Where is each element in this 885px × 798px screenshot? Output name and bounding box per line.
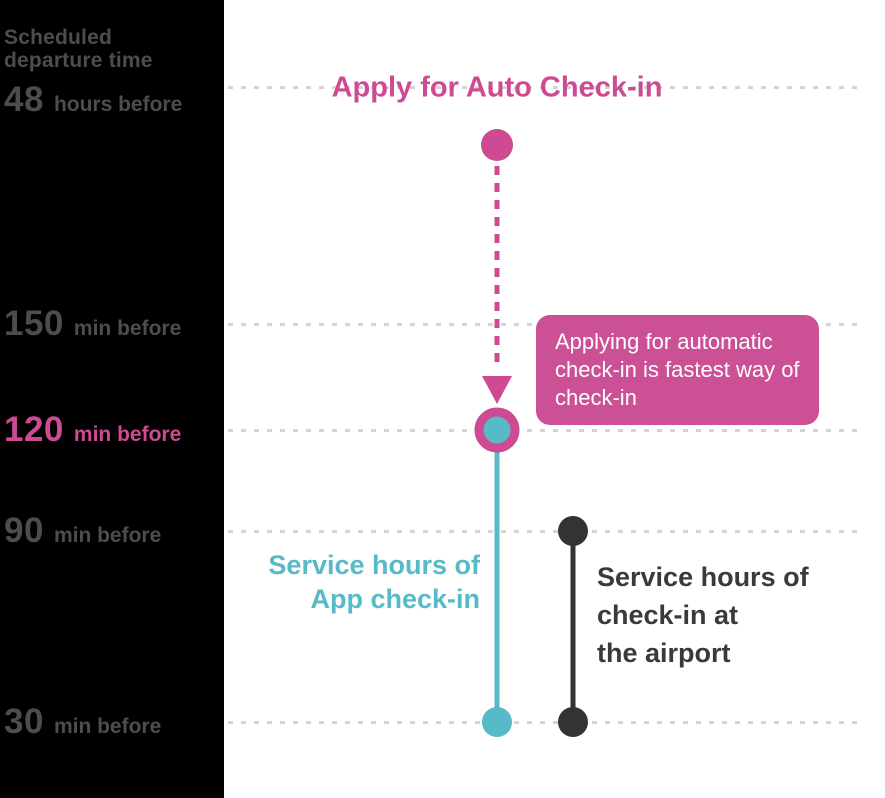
airport-checkin-caption: Service hours of check-in at the airport [597, 562, 809, 668]
airport-checkin-end-dot [558, 707, 588, 737]
time-value: 30 [4, 702, 44, 741]
time-label-90min: 90 min before [4, 511, 161, 551]
app-checkin-end-dot [482, 707, 512, 737]
time-label-120min-highlight: 120 min before [4, 410, 181, 450]
time-unit: min before [73, 317, 182, 340]
time-label-150min: 150 min before [4, 304, 181, 344]
time-unit: min before [53, 524, 162, 547]
auto-checkin-120min-ring [474, 407, 520, 453]
time-value: 90 [4, 511, 44, 550]
gridline-90min [228, 530, 862, 533]
time-value: 120 [4, 410, 64, 449]
time-unit: min before [53, 715, 162, 738]
gridline-30min [228, 721, 862, 724]
apply-auto-checkin-label: Apply for Auto Check-in [331, 71, 663, 104]
gridline-48h [228, 86, 862, 89]
time-scale-sidebar: Scheduled departure time 48 hours before… [0, 0, 224, 798]
time-value: 48 [4, 80, 44, 119]
auto-checkin-tooltip: Applying for automatic check-in is faste… [536, 315, 819, 425]
time-unit: min before [73, 423, 182, 446]
time-value: 150 [4, 304, 64, 343]
arrow-down-icon [482, 376, 512, 404]
airport-checkin-start-dot [558, 516, 588, 546]
time-label-30min: 30 min before [4, 702, 161, 742]
auto-checkin-apply-dot [481, 129, 513, 161]
time-unit: hours before [53, 93, 183, 116]
scale-heading: Scheduled departure time [4, 26, 153, 72]
time-label-48h: 48 hours before [4, 80, 182, 120]
gridline-120min [228, 429, 862, 432]
app-checkin-caption: Service hours of App check-in [268, 550, 480, 614]
